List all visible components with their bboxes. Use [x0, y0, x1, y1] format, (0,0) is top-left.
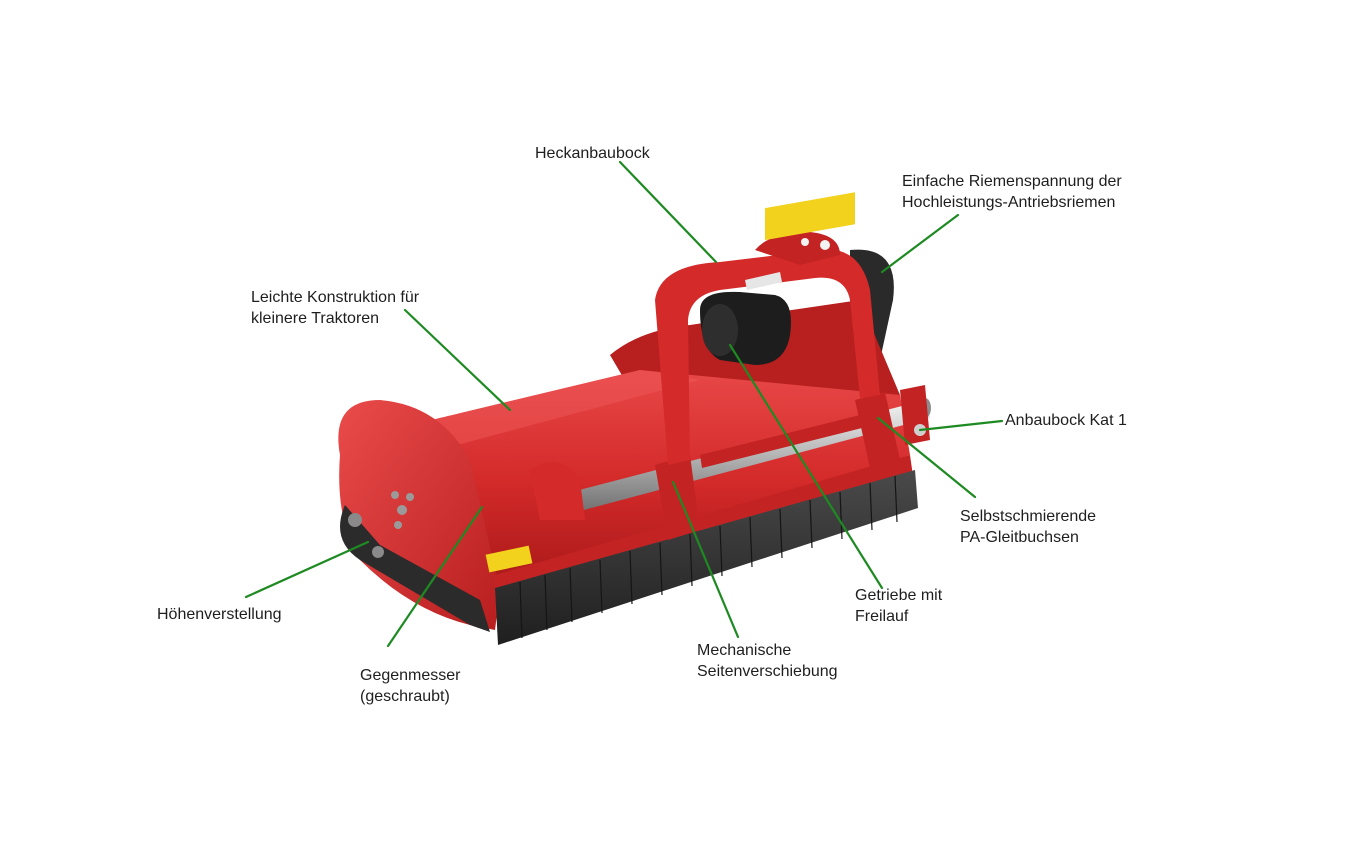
leader-hoehenverstellung — [244, 540, 370, 599]
label-riemenspannung-line-1: Einfache Riemenspannung der — [902, 173, 1122, 190]
label-konstruktion-line-1: Leichte Konstruktion für — [251, 289, 420, 306]
label-getriebe: Getriebe mit Freilauf — [855, 585, 942, 627]
label-konstruktion: Leichte Konstruktion für kleinere Trakto… — [251, 287, 419, 329]
leader-heckanbaubock — [618, 160, 718, 264]
rubber-flaps — [495, 470, 918, 645]
label-anbaubock: Anbaubock Kat 1 — [1005, 410, 1127, 431]
leader-anbaubock — [918, 419, 1004, 432]
label-getriebe-line-1: Getriebe mit — [855, 587, 943, 604]
label-hoehenverstellung: Höhenverstellung — [157, 604, 282, 625]
label-gleitbuchsen: Selbstschmierende PA-Gleitbuchsen — [960, 506, 1096, 548]
label-riemenspannung-line-2: Hochleistungs-Antriebsriemen — [902, 194, 1116, 211]
leader-gegenmesser — [386, 505, 484, 648]
side-plate — [338, 400, 500, 630]
leader-getriebe — [728, 343, 884, 590]
label-gleitbuchsen-line-2: PA-Gleitbuchsen — [960, 529, 1079, 546]
leader-konstruktion — [403, 308, 512, 412]
gearbox — [700, 272, 791, 365]
a-frame — [655, 232, 880, 468]
skid — [340, 505, 490, 632]
label-getriebe-line-2: Freilauf — [855, 608, 909, 625]
label-gegenmesser-line-2: (geschraubt) — [360, 688, 450, 705]
label-gegenmesser-line-1: Gegenmesser — [360, 667, 461, 684]
label-seitenverschiebung: Mechanische Seitenverschiebung — [697, 640, 838, 682]
label-riemenspannung: Einfache Riemenspannung der Hochleistung… — [902, 171, 1122, 213]
label-gleitbuchsen-line-1: Selbstschmierende — [960, 508, 1097, 525]
leader-riemenspannung — [880, 213, 960, 274]
leader-gleitbuchsen — [876, 416, 977, 499]
label-anbaubock-line-1: Anbaubock Kat 1 — [1005, 412, 1127, 429]
label-seitenverschiebung-line-1: Mechanische — [697, 642, 792, 659]
label-konstruktion-line-2: kleinere Traktoren — [251, 310, 380, 327]
warning-stickers — [485, 192, 855, 573]
leader-seitenverschiebung — [671, 480, 740, 639]
label-seitenverschiebung-line-2: Seitenverschiebung — [697, 663, 838, 680]
label-hoehenverstellung-line-1: Höhenverstellung — [157, 606, 282, 623]
label-gegenmesser: Gegenmesser (geschraubt) — [360, 665, 461, 707]
hitch-right — [900, 385, 930, 445]
leader-lines — [244, 160, 1004, 648]
label-heckanbaubock: Heckanbaubock — [535, 143, 650, 164]
label-heckanbaubock-line-1: Heckanbaubock — [535, 145, 650, 162]
